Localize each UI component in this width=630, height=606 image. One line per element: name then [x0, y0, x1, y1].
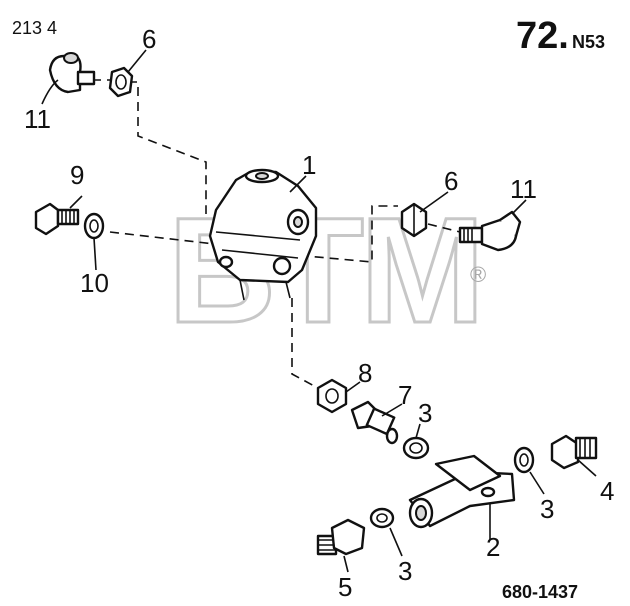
- callout-3-lower: 3: [398, 556, 412, 586]
- part-3-ring-lower: [369, 507, 395, 529]
- part-11-banjo-fitting-right: [458, 210, 522, 252]
- watermark-registered-mark: ®: [470, 262, 486, 287]
- callouts: 1 2 3 3 3 4 5 6 6 7 8 9 10 11 11: [24, 24, 614, 602]
- callout-7: 7: [398, 380, 412, 410]
- part-6-nut-left: [108, 66, 134, 98]
- callout-11-right: 11: [510, 174, 537, 204]
- callout-3-upper: 3: [418, 398, 432, 428]
- callout-2: 2: [486, 532, 500, 562]
- part-8-nut: [316, 378, 348, 414]
- page-number: 72.: [516, 15, 569, 57]
- part-10-washer: [83, 212, 105, 240]
- part-11-banjo-fitting-left: [48, 52, 96, 94]
- part-2-pipe: [408, 454, 516, 529]
- callout-10: 10: [80, 268, 109, 298]
- part-5-banjo-bolt: [316, 518, 366, 556]
- part-3-ring-right: [513, 446, 535, 474]
- callout-9: 9: [70, 160, 84, 190]
- callout-6-left: 6: [142, 24, 156, 54]
- callout-11-left: 11: [24, 104, 51, 134]
- diagram-code: 680-1437: [502, 582, 578, 602]
- reference-code: 213 4: [12, 18, 57, 38]
- part-9-bolt: [34, 202, 80, 236]
- callout-3-right: 3: [540, 494, 554, 524]
- page-suffix: N53: [572, 32, 605, 52]
- part-3-ring-upper: [402, 436, 430, 460]
- callout-5: 5: [338, 572, 352, 602]
- callout-1: 1: [302, 150, 316, 180]
- part-1-pump-body: [208, 168, 318, 301]
- part-7-fitting: [350, 400, 399, 445]
- callout-6-right: 6: [444, 166, 458, 196]
- leader-lines: [41, 49, 597, 573]
- part-6-nut-right: [400, 202, 428, 238]
- part-4-banjo-bolt: [550, 434, 598, 470]
- callout-4: 4: [600, 476, 614, 506]
- callout-8: 8: [358, 358, 372, 388]
